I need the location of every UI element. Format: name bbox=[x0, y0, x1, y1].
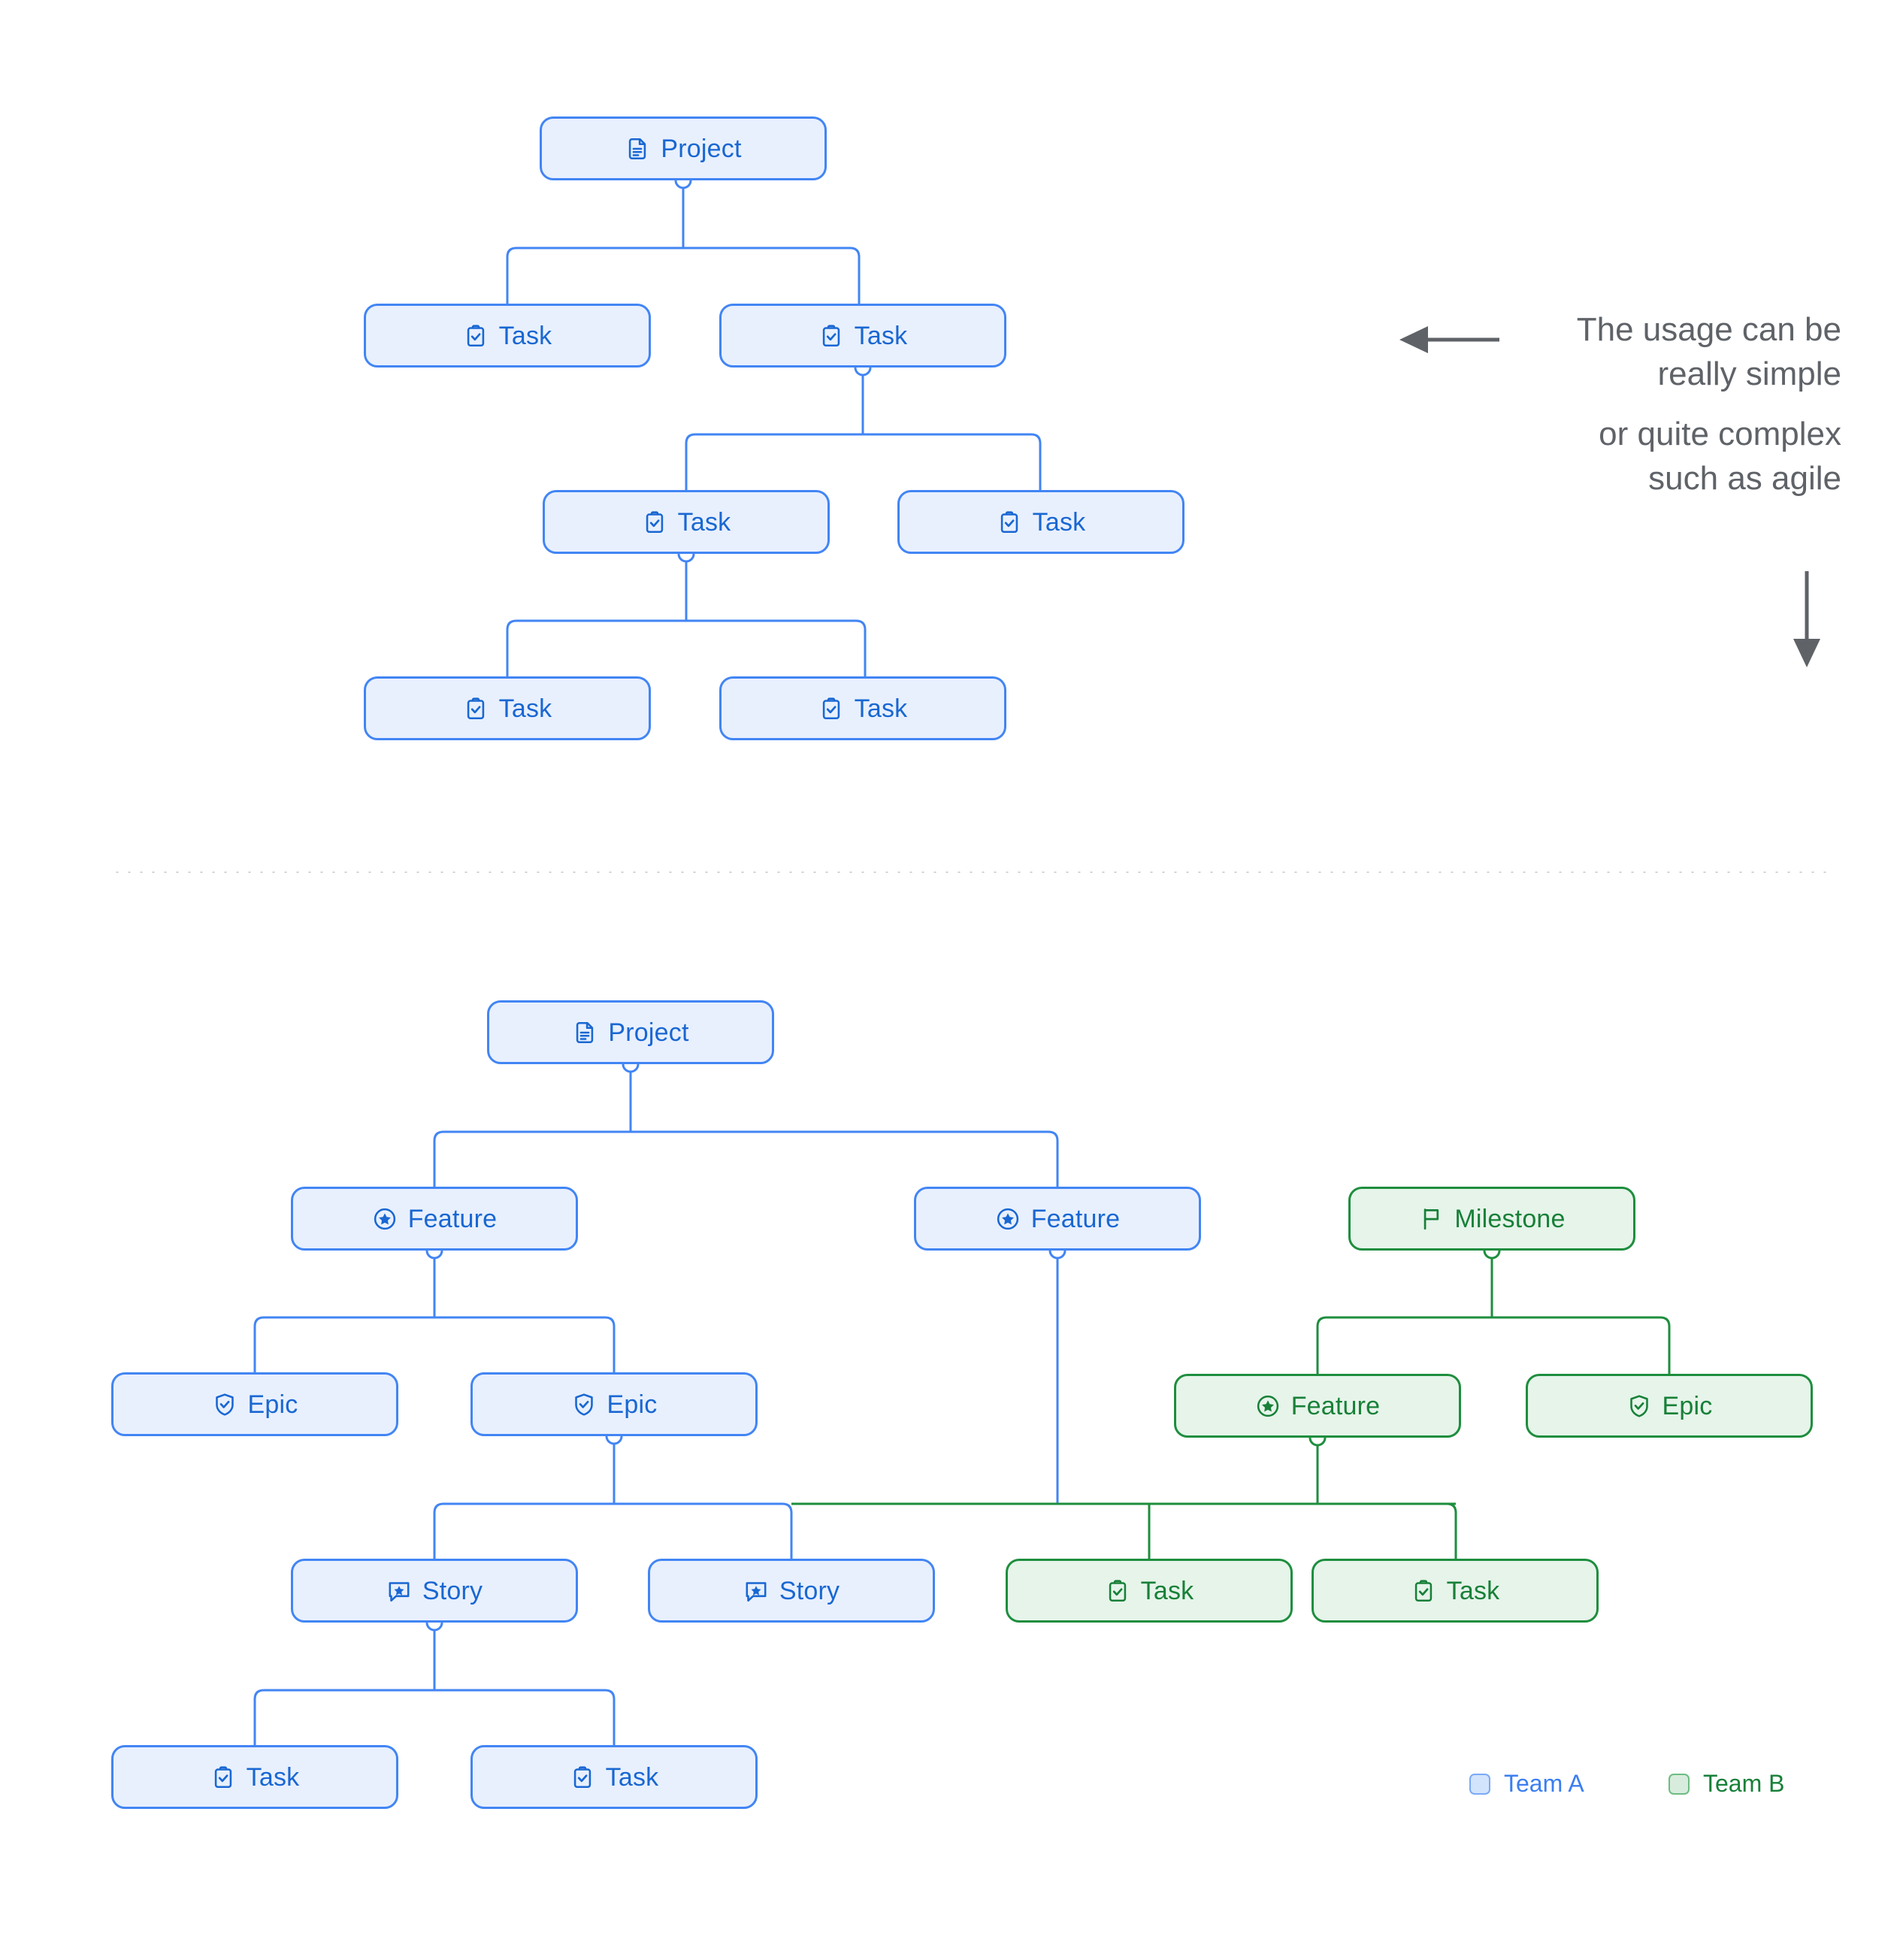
section-divider bbox=[111, 870, 1835, 874]
node-label: Feature bbox=[407, 1204, 498, 1233]
node-label: Task bbox=[1140, 1576, 1194, 1605]
arrow-left-icon bbox=[1399, 326, 1499, 353]
node-t-task-2[interactable]: Task bbox=[719, 304, 1006, 368]
clipboard-check-icon bbox=[1411, 1578, 1436, 1604]
annotation-spacer bbox=[1488, 396, 1841, 413]
node-label: Epic bbox=[607, 1390, 658, 1419]
clipboard-check-icon bbox=[570, 1765, 595, 1790]
legend-label: Team B bbox=[1703, 1770, 1785, 1797]
node-label: Task bbox=[498, 694, 552, 723]
node-label: Task bbox=[854, 321, 908, 350]
node-label: Feature bbox=[1290, 1391, 1381, 1420]
star-circle-icon bbox=[1255, 1393, 1281, 1419]
node-t-task-1[interactable]: Task bbox=[364, 304, 651, 368]
legend-item-team-a: Team A bbox=[1469, 1770, 1584, 1798]
clipboard-check-icon bbox=[210, 1765, 236, 1790]
node-label: Project bbox=[661, 134, 742, 163]
node-label: Epic bbox=[1662, 1391, 1713, 1420]
node-t-project[interactable]: Project bbox=[540, 116, 827, 180]
edge-feature1-to-epics bbox=[253, 1316, 616, 1372]
document-icon bbox=[572, 1020, 598, 1045]
node-b-task-g1[interactable]: Task bbox=[1006, 1559, 1293, 1623]
node-label: Project bbox=[608, 1018, 689, 1047]
edge-bproject-to-features bbox=[433, 1130, 1059, 1187]
node-label: Task bbox=[677, 507, 731, 537]
node-label: Task bbox=[498, 321, 552, 350]
node-b-story-2[interactable]: Story bbox=[648, 1559, 935, 1623]
clipboard-check-icon bbox=[1105, 1578, 1130, 1604]
node-label: Story bbox=[779, 1576, 840, 1605]
node-b-task-g2[interactable]: Task bbox=[1312, 1559, 1599, 1623]
clipboard-check-icon bbox=[997, 510, 1022, 535]
node-t-task-3[interactable]: Task bbox=[543, 490, 830, 554]
node-label: Task bbox=[605, 1762, 659, 1792]
node-label: Story bbox=[422, 1576, 483, 1605]
edge-milestone-to-children bbox=[1316, 1316, 1671, 1374]
star-circle-icon bbox=[995, 1206, 1021, 1232]
flag-icon bbox=[1418, 1206, 1444, 1232]
clipboard-check-icon bbox=[463, 323, 489, 349]
legend-swatch-icon bbox=[1669, 1773, 1690, 1795]
clipboard-check-icon bbox=[818, 696, 844, 721]
clipboard-check-icon bbox=[642, 510, 667, 535]
annotation-line-1: The usage can be bbox=[1576, 311, 1841, 348]
node-label: Epic bbox=[247, 1390, 298, 1419]
annotation-text: The usage can be really simple or quite … bbox=[1488, 308, 1841, 501]
node-b-task-1[interactable]: Task bbox=[111, 1745, 398, 1809]
edge-green-to-task2 bbox=[1446, 1502, 1457, 1559]
node-label: Milestone bbox=[1454, 1204, 1566, 1233]
node-b-feature-2[interactable]: Feature bbox=[914, 1187, 1201, 1251]
arrow-down-icon bbox=[1793, 571, 1820, 667]
node-label: Task bbox=[1032, 507, 1086, 537]
node-b-project[interactable]: Project bbox=[487, 1000, 774, 1064]
clipboard-check-icon bbox=[463, 696, 489, 721]
node-b-milestone[interactable]: Milestone bbox=[1348, 1187, 1635, 1251]
node-b-epic-2[interactable]: Epic bbox=[470, 1372, 758, 1436]
star-circle-icon bbox=[372, 1206, 398, 1232]
legend-label: Team A bbox=[1504, 1770, 1584, 1797]
shield-check-icon bbox=[212, 1392, 237, 1417]
edge-task3-to-tasks bbox=[506, 619, 867, 676]
edge-task2-to-tasks bbox=[685, 433, 1042, 490]
node-label: Task bbox=[246, 1762, 300, 1792]
node-b-story-1[interactable]: Story bbox=[291, 1559, 578, 1623]
node-label: Task bbox=[854, 694, 908, 723]
story-bubble-icon bbox=[386, 1578, 412, 1604]
legend-swatch-icon bbox=[1469, 1773, 1490, 1795]
story-bubble-icon bbox=[743, 1578, 769, 1604]
node-b-feature-3[interactable]: Feature bbox=[1174, 1374, 1461, 1438]
node-b-epic-3[interactable]: Epic bbox=[1526, 1374, 1813, 1438]
legend-item-team-b: Team B bbox=[1669, 1770, 1784, 1798]
node-t-task-4[interactable]: Task bbox=[897, 490, 1184, 554]
node-b-feature-1[interactable]: Feature bbox=[291, 1187, 578, 1251]
edge-story1-to-tasks bbox=[253, 1689, 616, 1745]
node-b-epic-1[interactable]: Epic bbox=[111, 1372, 398, 1436]
shield-check-icon bbox=[571, 1392, 597, 1417]
document-icon bbox=[625, 136, 650, 162]
edge-project-to-tasks bbox=[506, 247, 861, 304]
node-t-task-6[interactable]: Task bbox=[719, 676, 1006, 740]
node-label: Feature bbox=[1030, 1204, 1121, 1233]
annotation-line-4: such as agile bbox=[1648, 459, 1841, 497]
edge-epic2-to-stories bbox=[433, 1502, 793, 1559]
clipboard-check-icon bbox=[818, 323, 844, 349]
node-t-task-5[interactable]: Task bbox=[364, 676, 651, 740]
team-legend: Team A Team B bbox=[1469, 1770, 1845, 1812]
annotation-line-3: or quite complex bbox=[1599, 416, 1841, 453]
node-label: Task bbox=[1446, 1576, 1500, 1605]
shield-check-icon bbox=[1626, 1393, 1652, 1419]
node-b-task-2[interactable]: Task bbox=[470, 1745, 758, 1809]
annotation-line-2: really simple bbox=[1657, 355, 1841, 392]
